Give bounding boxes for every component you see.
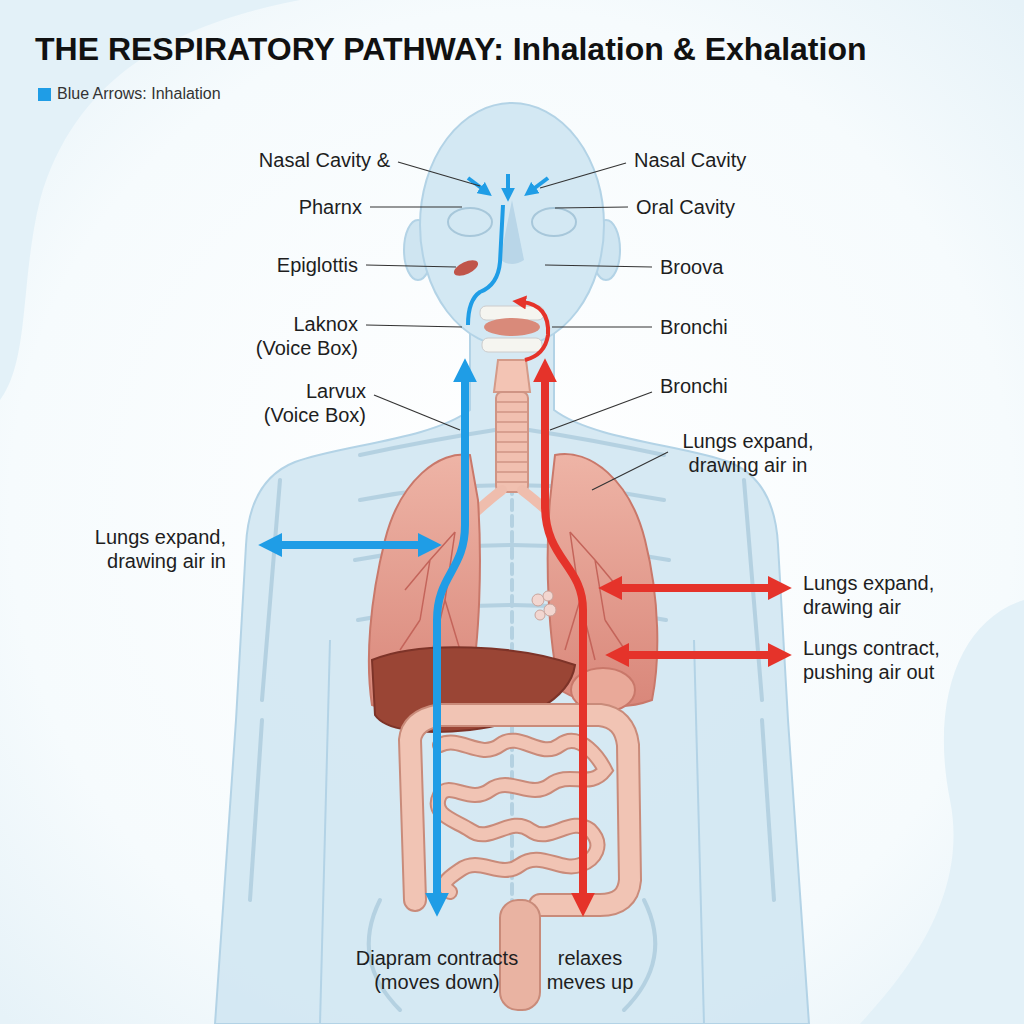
forearm: [250, 720, 262, 900]
part-label: Lungs expand, drawing air in: [673, 429, 823, 477]
branch: [565, 532, 625, 660]
exhale-arrow: [545, 375, 583, 900]
alveoli: [532, 591, 556, 620]
alveolus: [543, 591, 553, 601]
part-label: Lungs expand, drawing air: [803, 571, 953, 619]
forearm: [762, 720, 774, 900]
part-label: Laknox (Voice Box): [243, 312, 358, 360]
large-intestine: [410, 715, 630, 905]
leader-line: [374, 395, 460, 430]
leader-line: [540, 163, 626, 188]
part-label: Broova: [660, 255, 723, 279]
pelvis: [624, 900, 655, 1010]
part-label: Oral Cavity: [636, 195, 735, 219]
contraction-arrow: [622, 651, 775, 659]
diagram-title: THE RESPIRATORY PATHWAY: Inhalation & Ex…: [35, 30, 867, 68]
ring: [496, 402, 528, 482]
leader-line: [545, 265, 652, 267]
part-label: Lungs contract, pushing air out: [803, 636, 963, 684]
expansion-arrow: [615, 584, 775, 592]
part-label: Larvux (Voice Box): [251, 379, 366, 427]
epiglottis-shape: [452, 257, 481, 279]
larynx: [494, 360, 530, 392]
teeth: [480, 306, 544, 320]
large-intestine: [410, 715, 630, 905]
teeth: [482, 338, 542, 352]
leader-line: [366, 265, 456, 267]
leader-line: [366, 325, 462, 327]
alveolus: [544, 604, 556, 616]
clavicle: [529, 430, 664, 455]
clavicle: [360, 430, 495, 455]
part-label: Diapram contracts (moves down): [347, 946, 527, 994]
inhale-arrow: [532, 178, 548, 190]
part-label: Nasal Cavity: [634, 148, 746, 172]
arm-edge: [694, 640, 704, 1024]
leader-line: [552, 326, 652, 327]
skeleton: [250, 420, 774, 1010]
part-label: Epiglottis: [277, 253, 358, 277]
trachea: [496, 392, 528, 492]
part-label: Lungs expand, drawing air in: [76, 525, 226, 573]
head-outline: [420, 103, 604, 347]
branch: [400, 532, 460, 660]
trachea-rings: [496, 402, 528, 482]
humerus: [262, 480, 280, 700]
inhale-path: [468, 205, 503, 325]
part-label: Pharnx: [299, 195, 362, 219]
arm-edge: [320, 640, 330, 1024]
inhale-arrow: [437, 375, 465, 900]
part-label: Bronchi: [660, 315, 728, 339]
alveolus: [532, 594, 544, 606]
leader-line: [555, 207, 628, 208]
inhale-arrow: [468, 178, 484, 190]
body-silhouette: [215, 103, 809, 1024]
part-label: Bronchi: [660, 374, 728, 398]
eye-socket: [448, 208, 492, 236]
legend-swatch: [38, 88, 51, 101]
leader-line: [550, 392, 652, 430]
alveolus: [535, 610, 545, 620]
legend-text: Blue Arrows: Inhalation: [57, 84, 221, 104]
leader-line: [592, 452, 668, 490]
part-label: relaxes meves up: [540, 946, 640, 994]
inhale-arrow: [506, 174, 510, 192]
expansion-arrow: [275, 541, 425, 549]
part-label: Nasal Cavity &: [259, 148, 390, 172]
leader-lines: [366, 162, 668, 490]
tongue: [484, 318, 540, 336]
leader-line: [370, 206, 462, 207]
leader-line: [398, 162, 480, 186]
eye-socket: [532, 208, 576, 236]
exhale-path: [522, 302, 548, 360]
